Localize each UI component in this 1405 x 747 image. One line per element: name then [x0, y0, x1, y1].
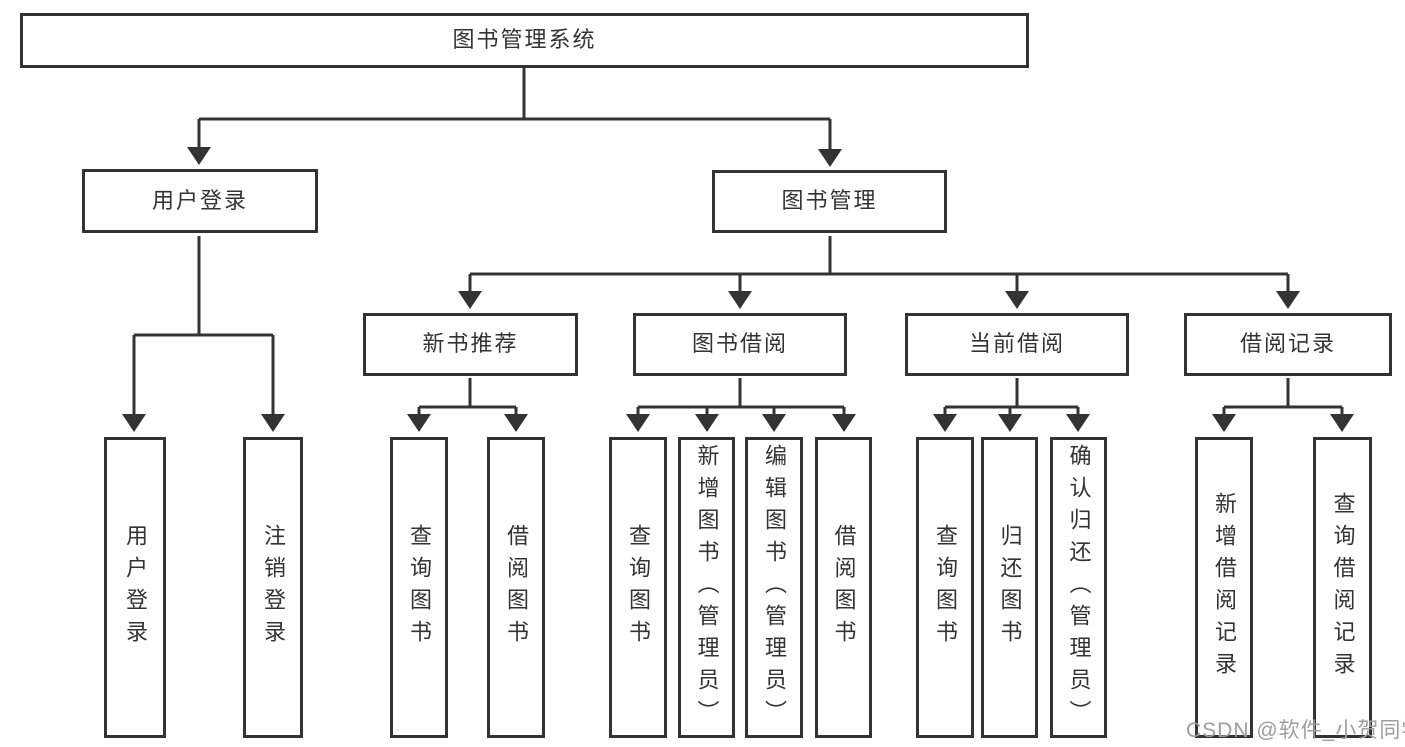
leaf-current-return-books: 归还图书	[981, 437, 1038, 738]
leaf-recommend-borrow-books: 借阅图书	[487, 437, 545, 738]
leaf-recommend-query-books: 查询图书	[390, 437, 448, 738]
node-book-borrow: 图书借阅	[633, 313, 847, 376]
node-book-management-branch: 图书管理	[712, 170, 947, 233]
leaf-current-query-books: 查询图书	[916, 437, 974, 738]
leaf-borrow-query-books: 查询图书	[609, 437, 667, 738]
leaf-borrow-add-books-admin: 新增图书（管理员）	[678, 437, 735, 738]
leaf-borrow-edit-books-admin: 编辑图书（管理员）	[745, 437, 803, 738]
node-user-login-branch: 用户登录	[82, 169, 318, 233]
node-borrow-records: 借阅记录	[1184, 313, 1392, 376]
node-current-borrow: 当前借阅	[905, 313, 1129, 376]
node-library-management-system: 图书管理系统	[20, 13, 1029, 68]
node-new-book-recommend: 新书推荐	[363, 313, 578, 376]
leaf-borrow-borrow-books: 借阅图书	[815, 437, 872, 738]
leaf-records-add-record: 新增借阅记录	[1195, 437, 1253, 738]
leaf-user-login: 用户登录	[104, 437, 166, 738]
leaf-current-confirm-return-admin: 确认归还（管理员）	[1050, 437, 1107, 738]
csdn-watermark: CSDN @软件_小贺同学	[1186, 719, 1405, 742]
leaf-records-query-record: 查询借阅记录	[1313, 437, 1372, 738]
leaf-logout: 注销登录	[243, 437, 303, 738]
